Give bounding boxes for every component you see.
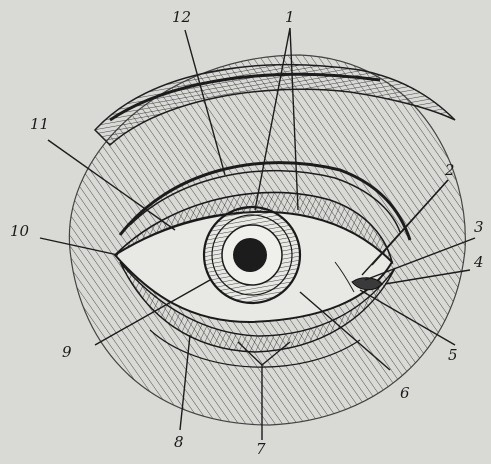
label-4: 4 bbox=[474, 255, 484, 270]
pupil bbox=[233, 238, 267, 272]
label-3: 3 bbox=[474, 220, 484, 235]
label-8: 8 bbox=[174, 435, 184, 450]
label-2: 2 bbox=[445, 163, 455, 178]
label-5: 5 bbox=[448, 348, 458, 363]
label-9: 9 bbox=[62, 345, 72, 360]
label-12: 12 bbox=[172, 10, 191, 25]
label-6: 6 bbox=[400, 386, 410, 401]
label-1: 1 bbox=[285, 10, 295, 25]
label-11: 11 bbox=[30, 117, 49, 132]
label-7: 7 bbox=[256, 442, 266, 457]
label-10: 10 bbox=[10, 224, 29, 239]
